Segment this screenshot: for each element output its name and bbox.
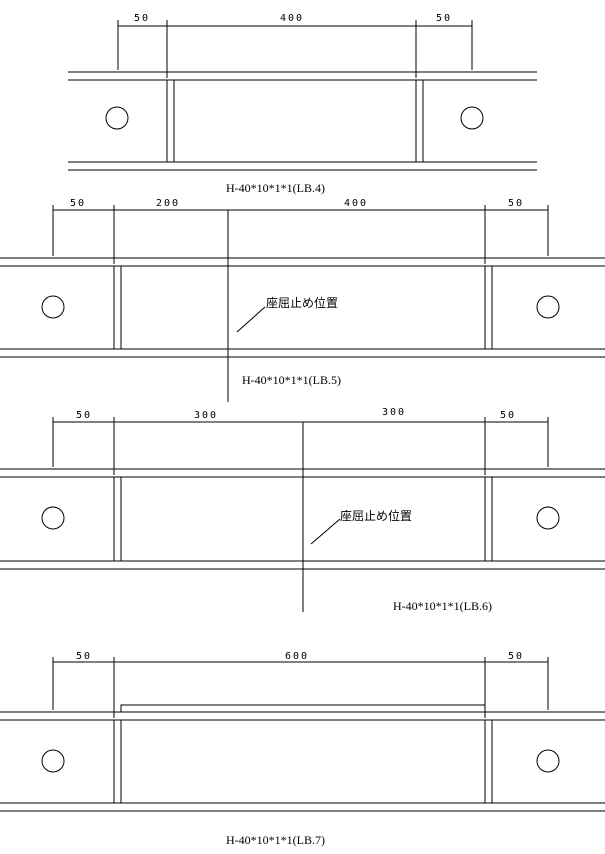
beam-lb7-flanges	[0, 711, 605, 812]
beam-lb5-note-leader	[236, 306, 266, 333]
beam-lb5-dim-span-1: 200	[156, 198, 180, 209]
beam-lb7-dim-center: 600	[285, 651, 309, 662]
beam-lb4-caption: H-40*10*1*1(LB.4)	[226, 181, 325, 195]
beam-lb5-caption: H-40*10*1*1(LB.5)	[242, 373, 341, 387]
beam-lb7-bolt-hole-right	[536, 749, 560, 773]
beam-lb7-dim-left: 50	[76, 651, 92, 662]
beam-lb6-dim-right: 50	[500, 410, 516, 421]
beam-lb4-bolt-hole-left	[105, 106, 129, 130]
beam-lb4: 50 400 50 H-40*10*1*1(LB.4)	[68, 13, 537, 195]
beam-lb4-dimension-lines	[117, 20, 473, 78]
beam-lb7-cover-plate	[120, 704, 486, 713]
beam-lb7-stiffeners	[113, 720, 493, 803]
beam-lb4-stiffeners	[166, 80, 424, 162]
beam-lb7-dimension-lines	[52, 657, 549, 718]
beam-lb4-dim-center: 400	[280, 13, 304, 24]
beam-lb6-bolt-hole-left	[41, 506, 65, 530]
beam-lb5-dimension-lines	[52, 205, 549, 264]
beam-lb4-flanges	[68, 71, 537, 171]
beam-lb5-dim-right: 50	[508, 198, 524, 209]
beam-lb4-dim-right: 50	[436, 13, 452, 24]
beam-lb5: 50 200 400 50 座屈止め位置 H-40*10*1*1(LB.5)	[0, 198, 605, 402]
beam-lb5-bolt-hole-left	[41, 295, 65, 319]
beam-lb6: 50 300 300 50 座屈止め位置 H-40*10*1*1(LB.6)	[0, 407, 605, 613]
beam-lb5-bolt-hole-right	[536, 295, 560, 319]
beam-lb6-dim-span-1: 300	[194, 410, 218, 421]
beam-lb5-flanges	[0, 257, 605, 358]
beam-lb7-bolt-hole-left	[41, 749, 65, 773]
beam-lb5-stiffeners	[113, 266, 493, 349]
beam-lb6-dim-span-2: 300	[382, 407, 406, 418]
beam-lb6-dimension-lines	[52, 417, 549, 475]
beam-lb6-dim-left: 50	[76, 410, 92, 421]
beam-lb4-bolt-hole-right	[460, 106, 484, 130]
beam-lb5-dim-left: 50	[70, 198, 86, 209]
beam-lb7: 50 600 50 H-40*10*1*1(LB.7)	[0, 651, 605, 847]
beam-lb7-caption: H-40*10*1*1(LB.7)	[226, 833, 325, 847]
beam-lb6-note-leader	[310, 518, 341, 545]
beam-lb6-bolt-hole-right	[536, 506, 560, 530]
beam-lb7-dim-right: 50	[508, 651, 524, 662]
beam-lb6-caption: H-40*10*1*1(LB.6)	[393, 599, 492, 613]
beam-lb5-dim-span-2: 400	[344, 198, 368, 209]
beam-lb6-stiffeners	[113, 477, 493, 561]
beam-lb6-bracing-note: 座屈止め位置	[340, 508, 412, 523]
beam-lb5-bracing-note: 座屈止め位置	[266, 295, 338, 310]
beam-lb4-dim-left: 50	[134, 13, 150, 24]
